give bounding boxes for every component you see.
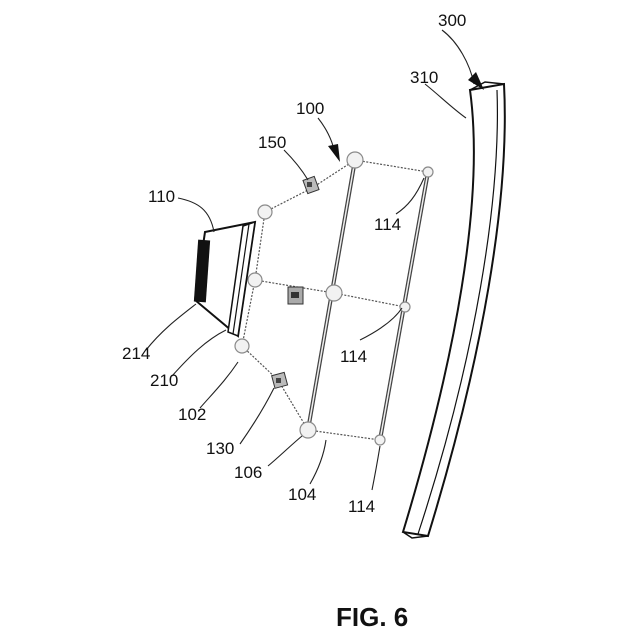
joint-node <box>375 435 385 445</box>
label-210: 210 <box>150 371 178 390</box>
device-150 <box>303 176 319 193</box>
truss-frame-100 <box>235 152 433 445</box>
joint-node <box>423 167 433 177</box>
joint-node <box>326 285 342 301</box>
arrow-300 <box>442 30 484 90</box>
joint-node <box>300 422 316 438</box>
curved-panel-310 <box>403 82 505 538</box>
device-130 <box>272 372 288 388</box>
label-104: 104 <box>288 485 316 504</box>
joint-node <box>235 339 249 353</box>
arrow-100 <box>318 118 340 162</box>
label-214: 214 <box>122 344 150 363</box>
reference-labels: 300 310 100 150 110 114 114 114 214 210 … <box>122 11 466 516</box>
label-150: 150 <box>258 133 286 152</box>
label-102: 102 <box>178 405 206 424</box>
label-106: 106 <box>234 463 262 482</box>
figure-caption: FIG. 6 <box>336 602 408 632</box>
joint-node <box>347 152 363 168</box>
device-center <box>288 287 303 304</box>
label-100: 100 <box>296 99 324 118</box>
label-110: 110 <box>148 187 175 206</box>
label-130: 130 <box>206 439 234 458</box>
display-unit-110 <box>194 222 255 336</box>
joint-node <box>400 302 410 312</box>
label-114-mid: 114 <box>340 347 367 366</box>
joint-node <box>258 205 272 219</box>
joint-node <box>248 273 262 287</box>
label-300: 300 <box>438 11 466 30</box>
label-114-bottom: 114 <box>348 497 375 516</box>
label-310: 310 <box>410 68 438 87</box>
label-114-top: 114 <box>374 215 401 234</box>
